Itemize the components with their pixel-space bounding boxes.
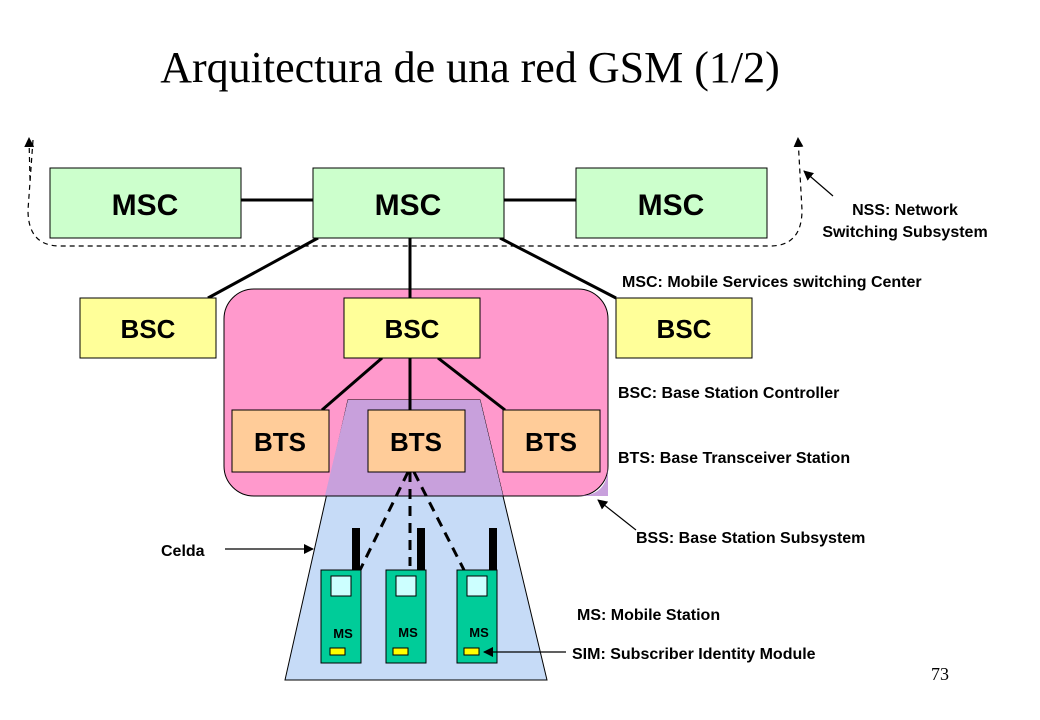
sim-card-icon	[463, 647, 480, 656]
ms-device-1-label: MS	[333, 626, 353, 641]
ms-legend: MS: Mobile Station	[577, 607, 720, 624]
bss-legend: BSS: Base Station Subsystem	[636, 530, 865, 547]
bsc-node-2: BSC	[343, 297, 481, 359]
msc-node-1-label: MSC	[112, 189, 179, 222]
bts-node-2: BTS	[367, 409, 466, 473]
sim-card-icon	[392, 647, 409, 656]
screen-icon	[466, 575, 488, 597]
bsc-node-2-label: BSC	[385, 314, 440, 344]
bsc-legend: BSC: Base Station Controller	[618, 385, 839, 402]
bts-node-1-label: BTS	[254, 427, 306, 457]
antenna-icon	[417, 528, 425, 570]
msc-node-3: MSC	[575, 167, 768, 239]
nss-legend-line1: NSS: Network	[852, 202, 958, 219]
cell-legend: Celda	[161, 543, 205, 560]
radio-link-left	[358, 471, 410, 571]
sim-legend: SIM: Subscriber Identity Module	[572, 646, 816, 663]
bsc-node-1-label: BSC	[121, 314, 176, 344]
sim-card-icon	[329, 647, 346, 656]
bts-node-2-label: BTS	[390, 427, 442, 457]
bsc-bts-link-left	[321, 356, 383, 412]
msc-bsc-link-left	[207, 236, 319, 300]
ms-device-2: MS	[385, 528, 427, 664]
bts-node-3: BTS	[502, 409, 601, 473]
nss-pointer-arrow	[803, 170, 834, 197]
page-number: 73	[931, 664, 949, 684]
nss-legend-line2: Switching Subsystem	[822, 224, 987, 241]
ms-device-3-label: MS	[469, 625, 489, 640]
screen-icon	[330, 575, 352, 597]
antenna-icon	[352, 528, 360, 570]
msc-node-3-label: MSC	[638, 189, 705, 222]
msc-bsc-link-right	[499, 236, 617, 300]
nss-boundary	[27, 137, 804, 247]
bsc-bts-link-right	[437, 356, 506, 412]
ms-device-1: MS	[320, 528, 362, 664]
bsc-node-3: BSC	[615, 297, 753, 359]
bts-node-1: BTS	[231, 409, 330, 473]
msc-legend: MSC: Mobile Services switching Center	[622, 274, 922, 291]
bts-legend: BTS: Base Transceiver Station	[618, 450, 850, 467]
msc-node-1: MSC	[49, 167, 242, 239]
msc-node-2-label: MSC	[375, 189, 442, 222]
ms-device-2-label: MS	[398, 625, 418, 640]
radio-link-right	[412, 471, 466, 571]
screen-icon	[395, 575, 417, 597]
bsc-node-3-label: BSC	[657, 314, 712, 344]
slide-title: Arquitectura de una red GSM (1/2)	[160, 43, 780, 92]
bts-node-3-label: BTS	[525, 427, 577, 457]
msc-node-2: MSC	[312, 167, 505, 239]
nss-boundary-left-arrow	[24, 137, 35, 181]
antenna-icon	[489, 528, 497, 570]
bss-pointer-arrow	[597, 499, 637, 531]
bsc-node-1: BSC	[79, 297, 217, 359]
